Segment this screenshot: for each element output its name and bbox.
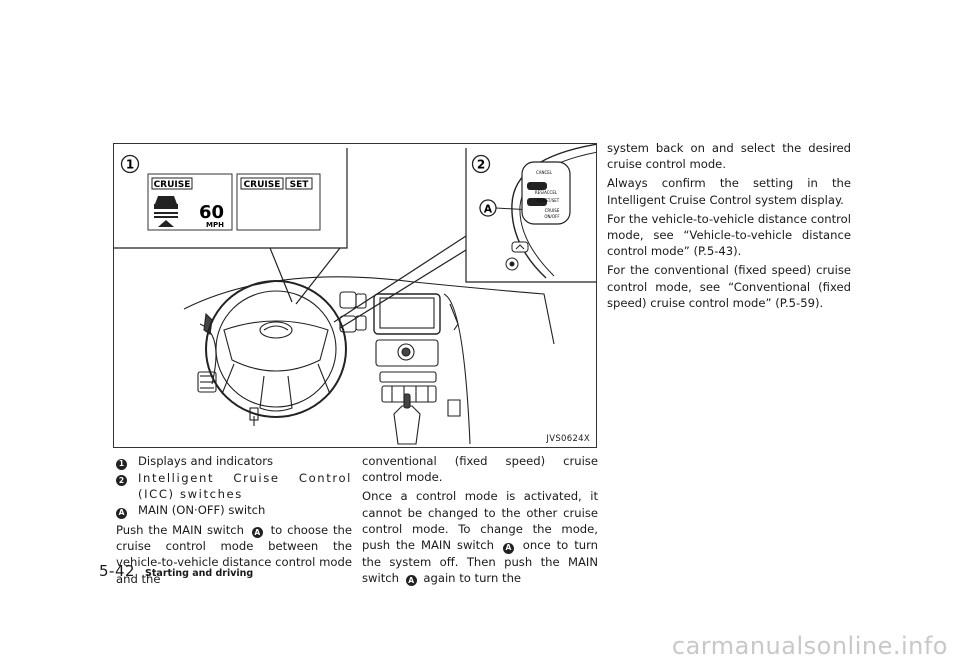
callout-2-label: 2 bbox=[477, 158, 485, 172]
figure-code: JVS0624X bbox=[546, 434, 590, 444]
legend-item-2: 2 Intelligent Cruise Control (ICC) switc… bbox=[116, 470, 352, 502]
marker-a-inline-icon-2: A bbox=[502, 542, 514, 554]
display-right-label-1: CRUISE bbox=[244, 180, 281, 190]
marker-a-inline-icon: A bbox=[251, 527, 263, 539]
paragraph-mode-change-b: once to turn the system off. Then push t… bbox=[362, 538, 598, 585]
paragraph-distance-control-ref: For the vehicle-to-vehicle distance cont… bbox=[607, 211, 851, 259]
dashboard-drawing bbox=[183, 276, 555, 445]
legend-item-a: A MAIN (ON·OFF) switch bbox=[116, 502, 352, 519]
icc-switch-cluster: CANCEL RES/ACCEL COAST/SET CRUISE ON/OFF bbox=[505, 144, 596, 279]
dashboard-illustration: 1 CRUISE 60 MPH CRUISE SET 2 A bbox=[114, 144, 596, 445]
watermark: carmanualsonline.info bbox=[671, 632, 948, 660]
display-left-label: CRUISE bbox=[154, 180, 191, 190]
paragraph-main-switch-b: to choose the cruise control mode betwee… bbox=[116, 522, 353, 586]
callout-1-label: 1 bbox=[126, 158, 134, 172]
column-2: conventional (fixed speed) cruise contro… bbox=[362, 453, 598, 589]
switch-label-coast-set: COAST/SET bbox=[537, 198, 560, 203]
legend-text-1: Displays and indicators bbox=[138, 454, 274, 468]
callout-a-label: A bbox=[484, 204, 493, 216]
display-left-speed: 60 bbox=[199, 202, 224, 223]
column-3: system back on and select the desired cr… bbox=[607, 140, 851, 314]
switch-label-res-accel: RES/ACCEL bbox=[535, 190, 558, 195]
column-1: 1 Displays and indicators 2 Intelligent … bbox=[116, 453, 352, 590]
paragraph-mode-change-a: Once a control mode is activated, it can… bbox=[362, 489, 598, 553]
section-title: Starting and driving bbox=[145, 568, 254, 579]
paragraph-main-switch: Push the MAIN switch A to choose the cru… bbox=[116, 522, 352, 587]
paragraph-confirm-setting: Always confirm the setting in the Intell… bbox=[607, 176, 851, 207]
marker-a-icon: A bbox=[116, 507, 127, 519]
callout-2-icon bbox=[471, 154, 491, 174]
paragraph-conventional-ref: For the conventional (fixed speed) cruis… bbox=[607, 263, 851, 310]
paragraph-system-back-on: system back on and select the desired cr… bbox=[607, 141, 851, 172]
page-footer: 5-42 Starting and driving bbox=[99, 562, 253, 580]
switch-label-on-off: ON/OFF bbox=[544, 214, 560, 219]
switch-label-cancel: CANCEL bbox=[536, 170, 553, 175]
dashboard-figure: 1 CRUISE 60 MPH CRUISE SET 2 A bbox=[113, 143, 597, 448]
marker-a-inline-icon-3: A bbox=[405, 575, 417, 587]
paragraph-conventional: conventional (fixed speed) cruise contro… bbox=[362, 454, 598, 485]
paragraph-mode-change-c: again to turn the bbox=[423, 570, 522, 585]
legend-item-1: 1 Displays and indicators bbox=[116, 453, 352, 470]
legend-text-a: MAIN (ON·OFF) switch bbox=[138, 503, 266, 517]
paragraph-main-switch-a: Push the MAIN switch bbox=[116, 522, 245, 537]
marker-2-icon: 2 bbox=[116, 475, 127, 487]
legend-text-2: Intelligent Cruise Control (ICC) switche… bbox=[138, 470, 352, 501]
switch-label-cruise: CRUISE bbox=[545, 208, 560, 213]
display-right-label-2: SET bbox=[290, 180, 310, 190]
display-left-unit: MPH bbox=[206, 221, 224, 229]
paragraph-mode-change: Once a control mode is activated, it can… bbox=[362, 488, 598, 587]
marker-1-icon: 1 bbox=[116, 458, 127, 470]
lead-car-icon bbox=[154, 196, 178, 227]
callout-1-icon bbox=[120, 154, 140, 174]
page-number: 5-42 bbox=[99, 562, 136, 580]
